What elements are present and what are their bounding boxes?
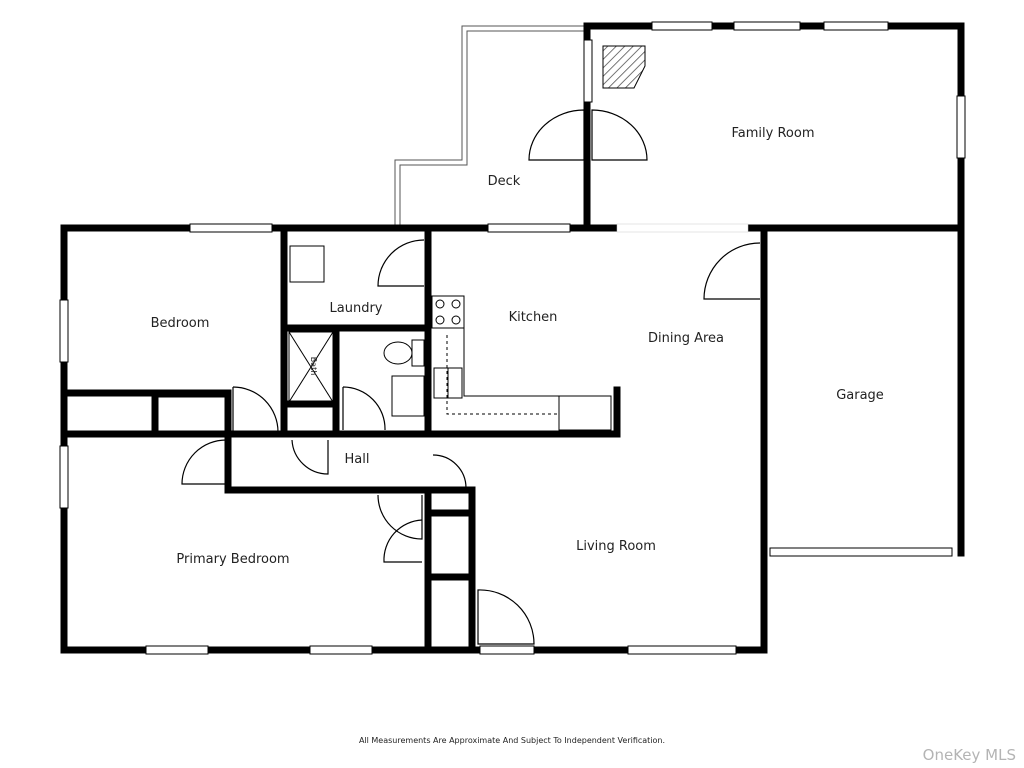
measurement-disclaimer: All Measurements Are Approximate And Sub…: [358, 736, 666, 745]
deck-outline: [394, 25, 584, 226]
room-label-family-room: Family Room: [732, 126, 815, 141]
room-label-kitchen: Kitchen: [509, 310, 558, 325]
room-label-garage: Garage: [836, 388, 884, 403]
room-label-laundry: Laundry: [330, 301, 383, 316]
room-label-dining-area: Dining Area: [648, 331, 724, 346]
room-label-living-room: Living Room: [576, 539, 656, 554]
sliding-opening: [616, 223, 749, 233]
door-swings: [181, 109, 761, 645]
walls: [60, 22, 965, 654]
fixtures: [70, 45, 646, 432]
windows: [59, 21, 966, 655]
room-label-hall: Hall: [345, 452, 370, 467]
room-label-primary-bedroom: Primary Bedroom: [176, 552, 289, 567]
room-label-deck: Deck: [488, 174, 521, 189]
room-label-bedroom: Bedroom: [151, 316, 210, 331]
room-label-bath: Bath: [309, 357, 318, 376]
mls-watermark: OneKey MLS: [922, 746, 1016, 764]
